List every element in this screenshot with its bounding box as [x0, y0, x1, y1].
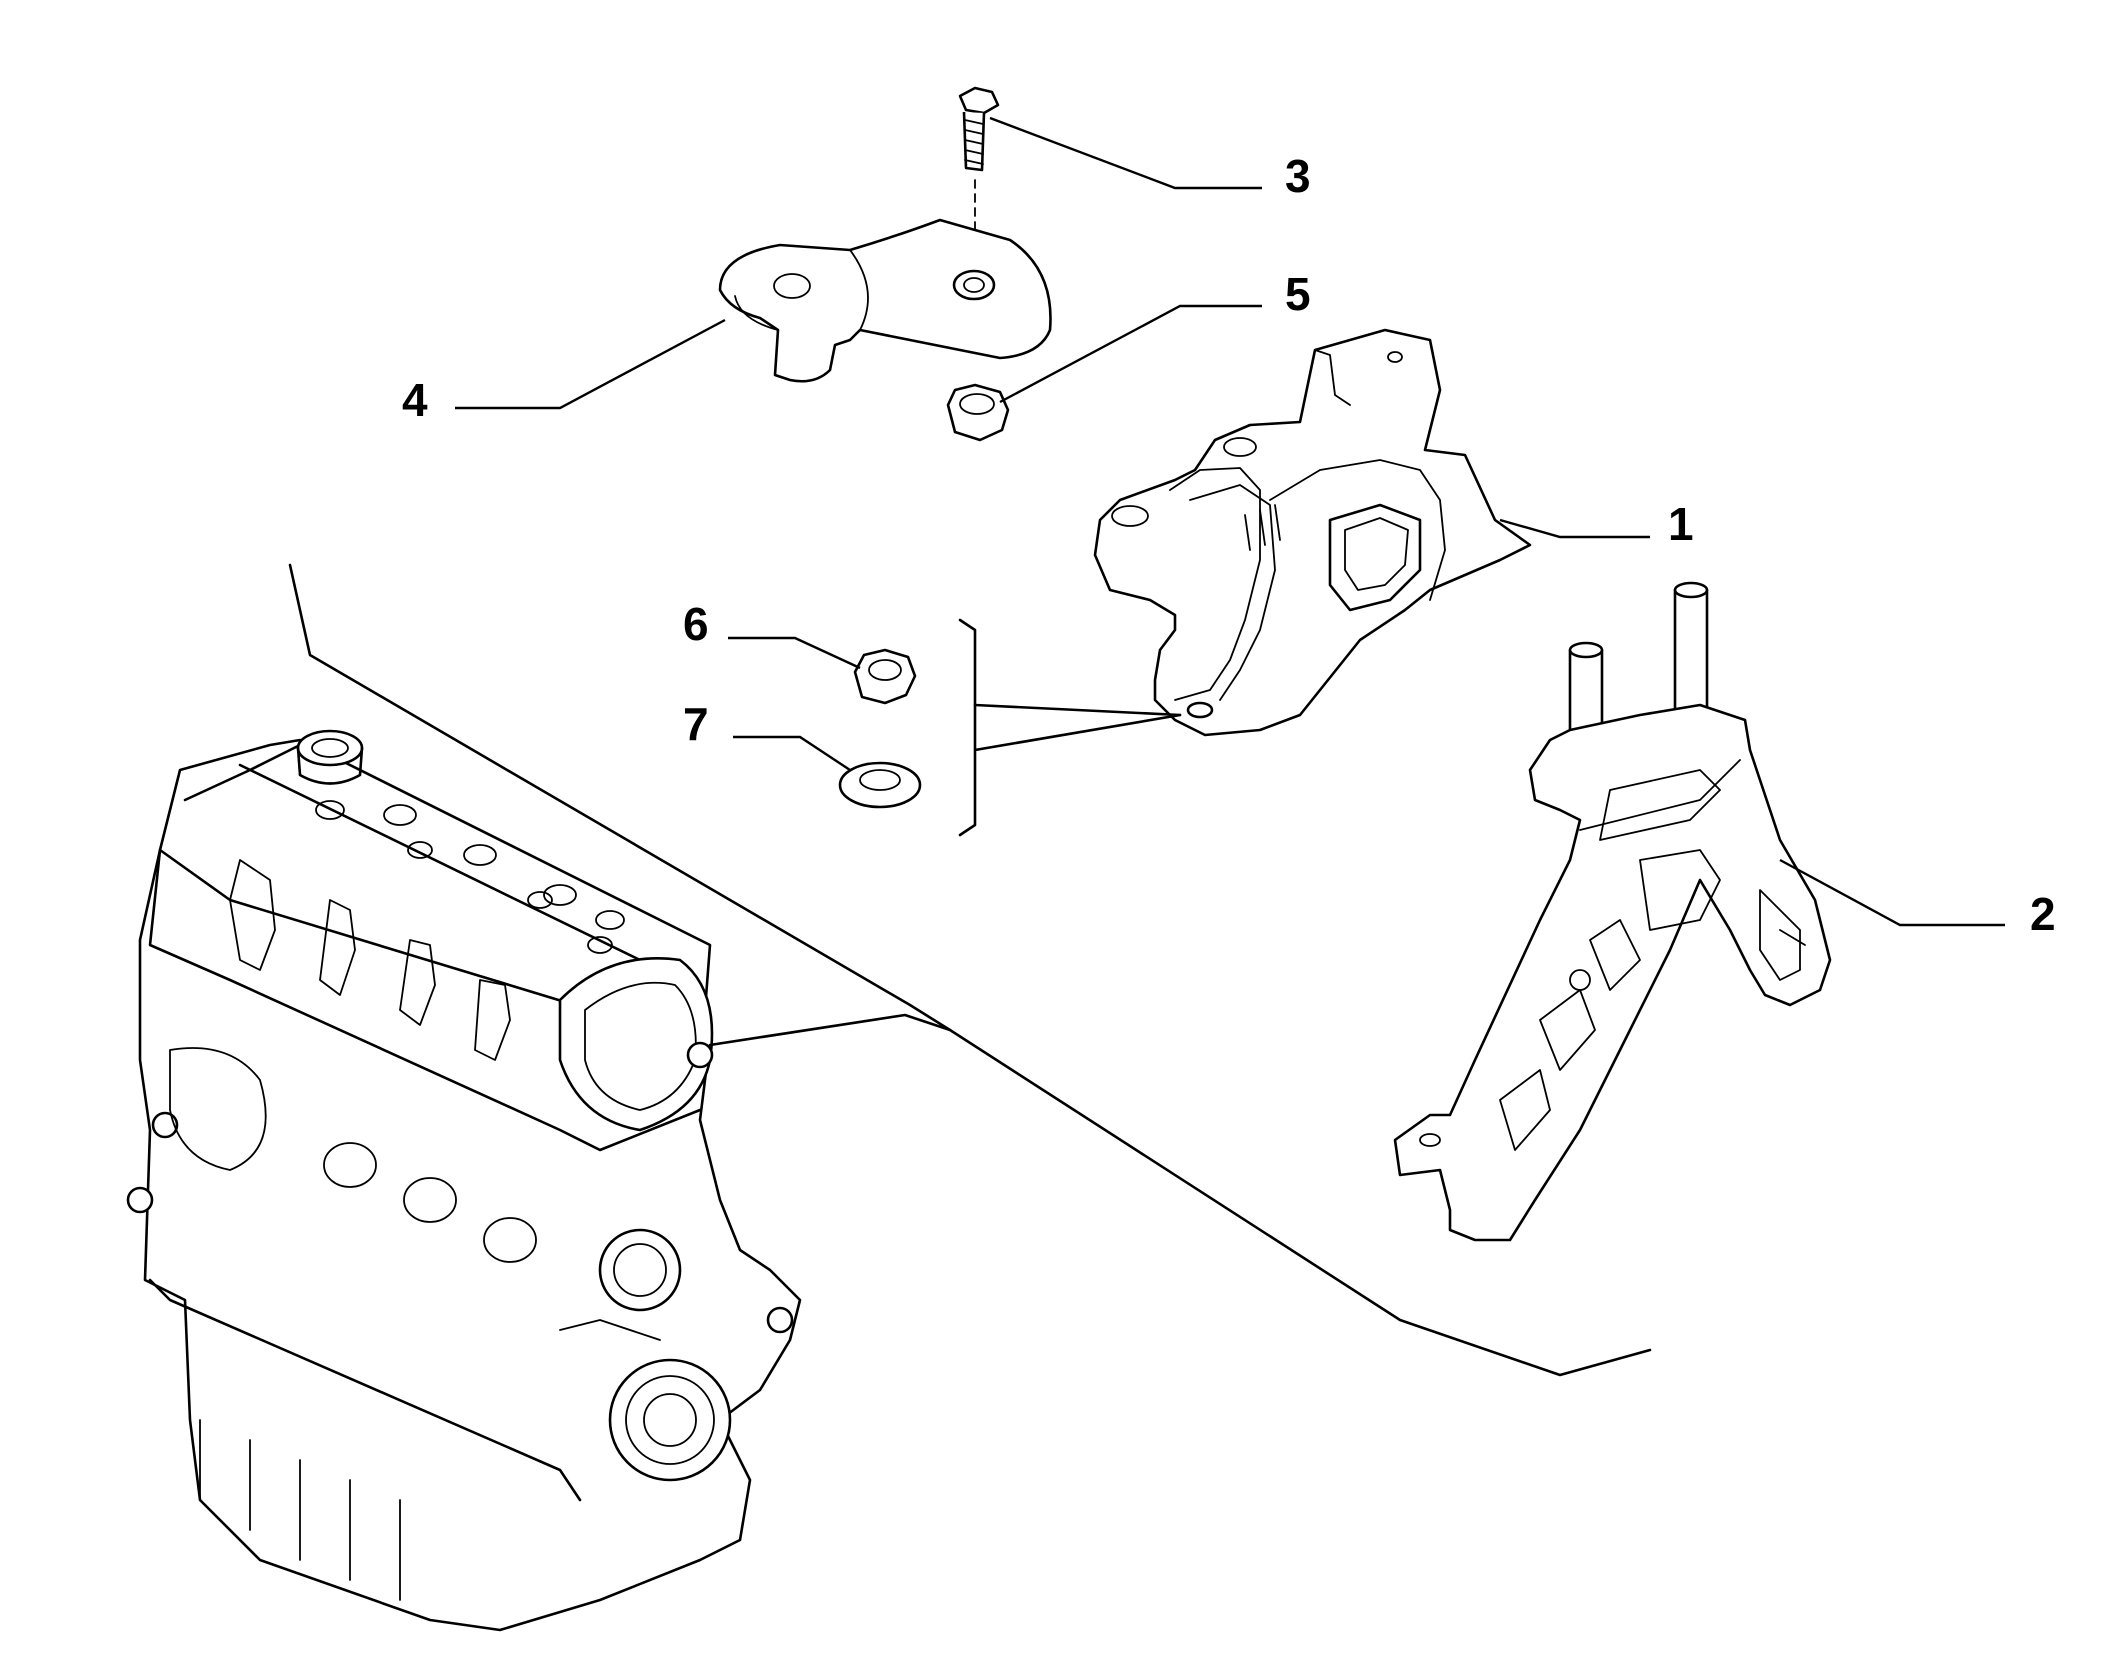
bracket-part-4 [718, 218, 1052, 383]
leader-line-1 [1499, 518, 1650, 539]
washer-part-7 [838, 761, 922, 809]
leader-line-6 [728, 636, 861, 670]
assembly-bracket-lower [958, 703, 1182, 837]
callout-5: 5 [1285, 268, 1311, 320]
callout-3: 3 [1285, 150, 1311, 202]
leader-line-5 [999, 304, 1262, 404]
bolt-part-3 [958, 86, 1000, 281]
nut-part-6 [853, 648, 917, 705]
callout-4: 4 [402, 374, 428, 426]
leader-line-3 [989, 116, 1262, 190]
callout-6: 6 [683, 598, 709, 650]
nut-part-5 [946, 383, 1010, 442]
callout-2: 2 [2030, 888, 2056, 940]
callout-1: 1 [1668, 498, 1694, 550]
callout-7: 7 [683, 698, 709, 750]
leader-line-4 [455, 318, 726, 410]
assembly-leader-arrow [708, 1013, 952, 1047]
support-bracket-part-2 [1393, 581, 1832, 1242]
leader-line-7 [733, 735, 851, 772]
engine-block [126, 729, 802, 1632]
leader-line-2 [1779, 858, 2005, 927]
engine-mount-part-1 [1093, 328, 1532, 737]
assembly-bracket-upper [958, 618, 1182, 717]
